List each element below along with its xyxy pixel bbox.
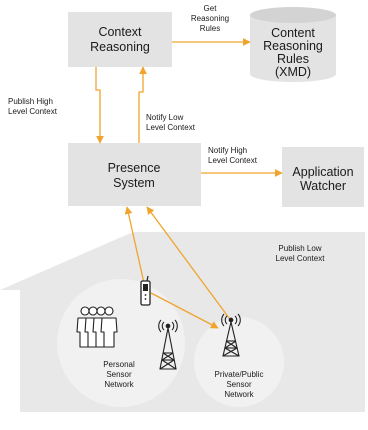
presence-system-label-line1: Presence (108, 161, 161, 175)
person-group-icon (76, 306, 118, 348)
phone-to-public-sensor-arrow (150, 292, 219, 329)
notify-high-level-context-label-line1: Notify High (208, 146, 247, 155)
personal-sensor-network-label-line2: Sensor (106, 370, 132, 379)
phone-to-presence-arrow (124, 206, 145, 284)
personal-network-tower-icon (158, 319, 178, 370)
presence-system-box[interactable] (68, 143, 201, 206)
private-public-sensor-network-label-line3: Network (224, 390, 254, 399)
content-rules-label-line3: Rules (277, 52, 309, 66)
private-public-sensor-network-area (194, 317, 284, 407)
presence-system-label-line2: System (113, 176, 155, 190)
publish-low-level-context-label-line1: Publish Low (278, 244, 321, 253)
public-network-tower-icon (221, 313, 241, 357)
notify-high-level-context-label-line2: Level Context (208, 156, 258, 165)
publish-high-level-context-arrow (95, 67, 104, 144)
context-reasoning-box[interactable] (68, 12, 172, 67)
application-watcher-label-line1: Application (292, 165, 353, 179)
context-reasoning-label-line2: Reasoning (90, 40, 150, 54)
get-reasoning-rules-label-line3: Rules (200, 24, 220, 33)
content-rules-label-line1: Content (271, 26, 315, 40)
private-public-sensor-network-label-line2: Sensor (226, 380, 252, 389)
private-public-sensor-network-label-line1: Private/Public (215, 370, 264, 379)
notify-low-level-context-label-line2: Level Context (146, 123, 196, 132)
get-reasoning-rules-label-line1: Get (204, 4, 218, 13)
publish-high-level-context-label-line2: Level Context (8, 107, 58, 116)
publish-high-level-context-label-line1: Publish High (8, 97, 53, 106)
application-watcher-box[interactable] (282, 147, 364, 207)
personal-sensor-network-label-line1: Personal (103, 360, 135, 369)
publish-low-level-context-label-line2: Level Context (276, 254, 326, 263)
content-reasoning-rules-database[interactable] (250, 7, 336, 82)
mobile-phone-icon (140, 275, 151, 306)
get-reasoning-rules-label-line2: Reasoning (191, 14, 229, 23)
content-rules-label-line2: Reasoning (263, 39, 323, 53)
context-reasoning-label-line1: Context (98, 25, 142, 39)
personal-sensor-network-label-line3: Network (104, 380, 134, 389)
content-rules-label-line4: (XMD) (275, 65, 311, 79)
notify-low-level-context-arrow (138, 66, 147, 143)
notify-low-level-context-label-line1: Notify Low (146, 113, 184, 122)
public-sensor-to-presence-arrow (146, 206, 233, 323)
application-watcher-label-line2: Watcher (300, 179, 346, 193)
